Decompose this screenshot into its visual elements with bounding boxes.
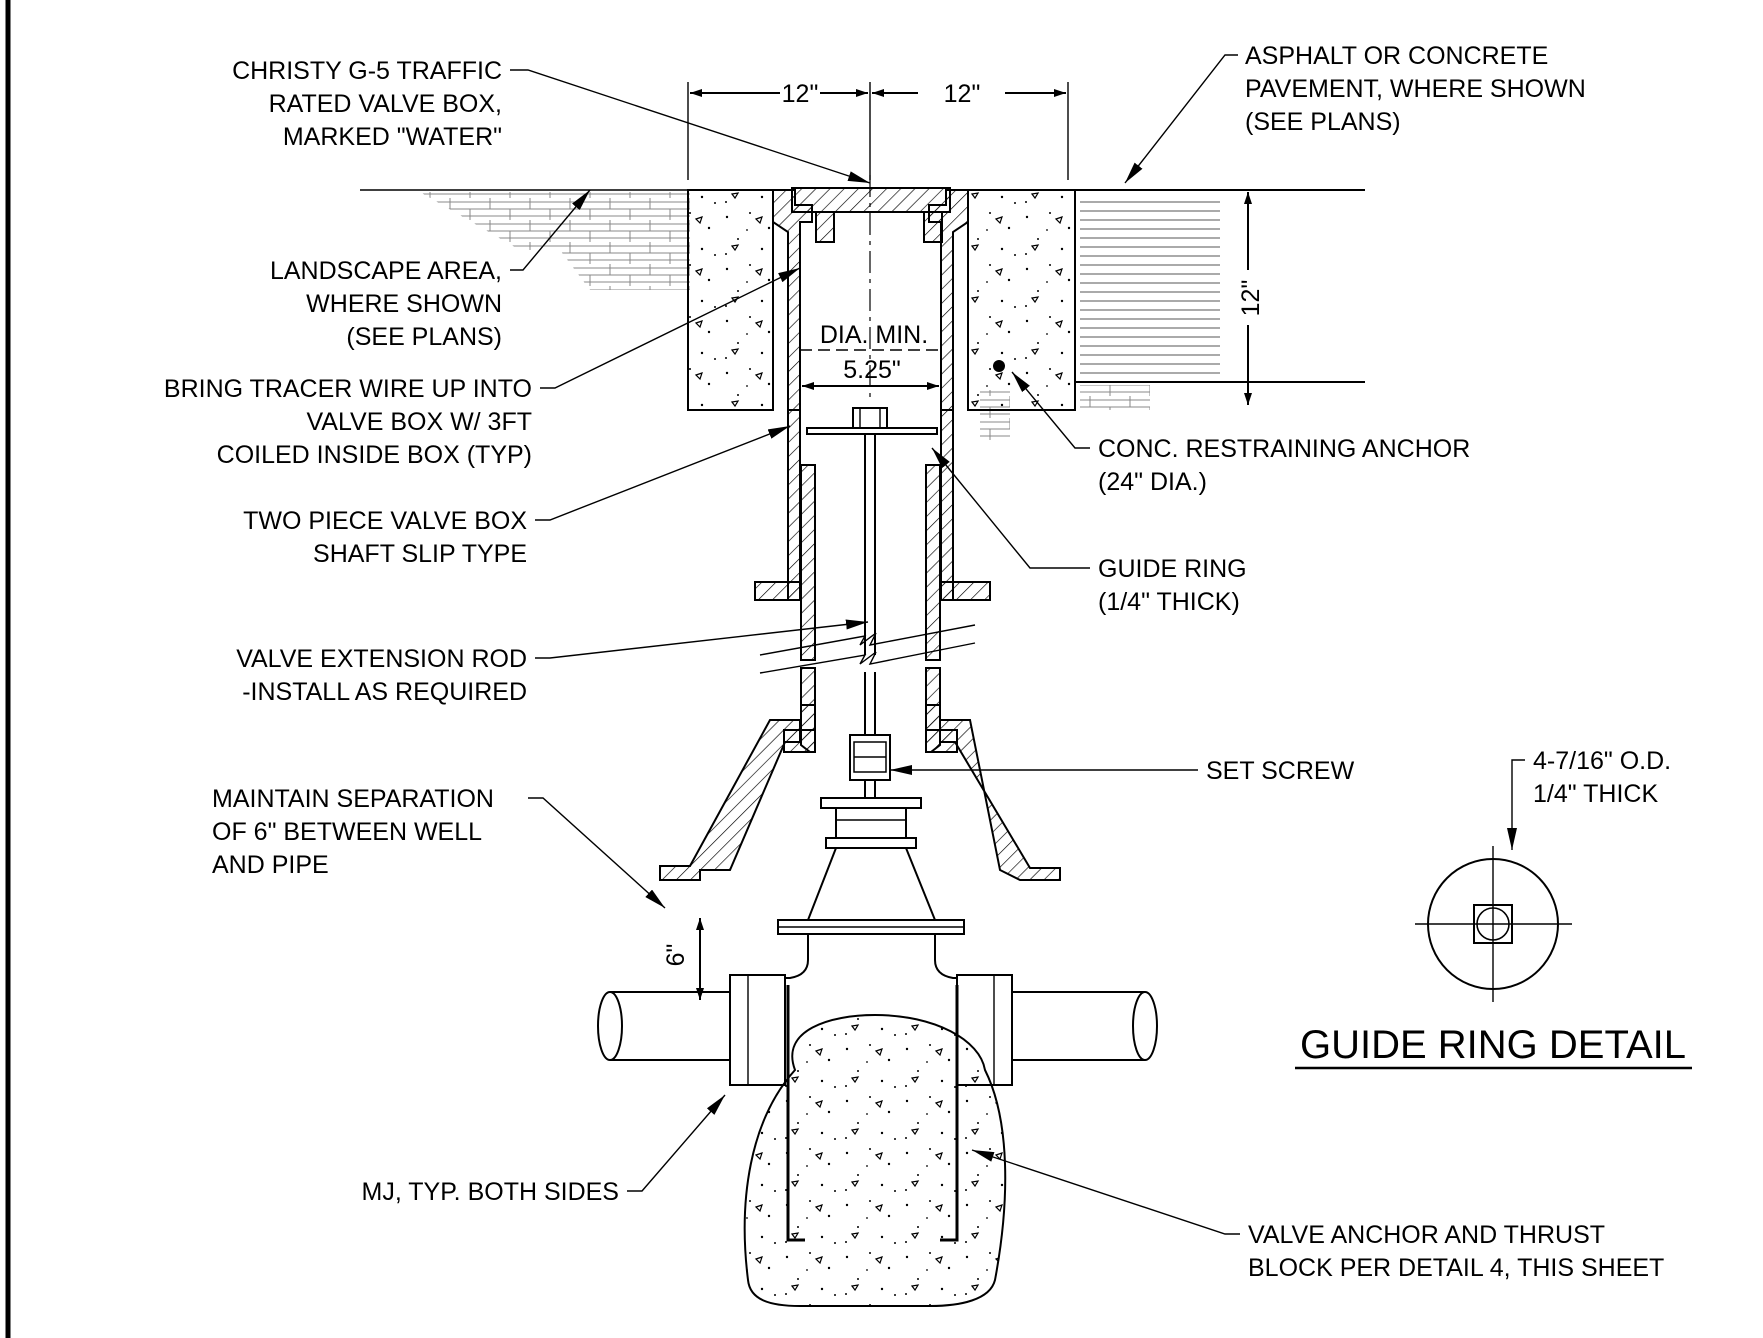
svg-text:SET SCREW: SET SCREW	[1206, 757, 1355, 785]
svg-text:ASPHALT OR CONCRETE: ASPHALT OR CONCRETE	[1245, 42, 1548, 70]
svg-text:TWO PIECE VALVE BOX: TWO PIECE VALVE BOX	[243, 507, 527, 535]
svg-text:MJ, TYP. BOTH SIDES: MJ, TYP. BOTH SIDES	[362, 1178, 619, 1206]
dim-left-12: 12"	[782, 80, 819, 108]
svg-text:(24" DIA.): (24" DIA.)	[1098, 468, 1207, 496]
dim-sep-6: 6"	[662, 944, 690, 967]
dimension-lines	[687, 82, 1270, 1000]
label-valve-box: CHRISTY G-5 TRAFFIC RATED VALVE BOX, MAR…	[232, 57, 502, 151]
svg-text:1/4" THICK: 1/4" THICK	[1533, 780, 1658, 808]
svg-text:4-7/16" O.D.: 4-7/16" O.D.	[1533, 747, 1671, 775]
label-landscape: LANDSCAPE AREA, WHERE SHOWN (SEE PLANS)	[270, 257, 502, 351]
svg-text:COILED INSIDE BOX (TYP): COILED INSIDE BOX (TYP)	[217, 441, 532, 469]
detail-title: GUIDE RING DETAIL	[1300, 1023, 1686, 1067]
svg-text:OF 6" BETWEEN WELL: OF 6" BETWEEN WELL	[212, 818, 482, 846]
svg-text:MAINTAIN SEPARATION: MAINTAIN SEPARATION	[212, 785, 494, 813]
pavement-area	[1075, 189, 1365, 383]
water-pipe	[597, 974, 1158, 1086]
svg-text:VALVE BOX W/ 3FT: VALVE BOX W/ 3FT	[306, 408, 532, 436]
coupling	[849, 734, 891, 835]
svg-text:LANDSCAPE AREA,: LANDSCAPE AREA,	[270, 257, 502, 285]
label-tracer-wire: BRING TRACER WIRE UP INTO VALVE BOX W/ 3…	[164, 375, 532, 469]
label-extension-rod: VALVE EXTENSION ROD -INSTALL AS REQUIRED	[236, 645, 527, 706]
valve-box-lower-shaft	[800, 464, 941, 753]
svg-text:CHRISTY G-5 TRAFFIC: CHRISTY G-5 TRAFFIC	[232, 57, 502, 85]
concrete-collar-right	[967, 189, 1076, 411]
valve-box-bell	[659, 719, 1061, 881]
svg-text:(1/4" THICK): (1/4" THICK)	[1098, 588, 1240, 616]
svg-text:WHERE SHOWN: WHERE SHOWN	[306, 290, 502, 318]
dim-right-12: 12"	[944, 80, 981, 108]
break-lines	[759, 624, 976, 674]
label-thrust-block: VALVE ANCHOR AND THRUST BLOCK PER DETAIL…	[1248, 1221, 1664, 1282]
thrust-block	[743, 1013, 1007, 1307]
guide-ring-assembly	[806, 407, 938, 735]
svg-text:(SEE PLANS): (SEE PLANS)	[346, 323, 502, 351]
svg-text:CONC. RESTRAINING ANCHOR: CONC. RESTRAINING ANCHOR	[1098, 435, 1470, 463]
dim-dia-min: DIA. MIN.	[820, 321, 928, 349]
valve-box-upper-shaft	[754, 409, 991, 601]
svg-text:RATED VALVE BOX,: RATED VALVE BOX,	[269, 90, 502, 118]
svg-text:MARKED "WATER": MARKED "WATER"	[283, 123, 502, 151]
svg-text:GUIDE RING: GUIDE RING	[1098, 555, 1247, 583]
svg-text:(SEE PLANS): (SEE PLANS)	[1245, 108, 1401, 136]
label-anchor: CONC. RESTRAINING ANCHOR (24" DIA.)	[1098, 435, 1470, 496]
dim-dia-value: 5.25"	[843, 356, 901, 384]
svg-text:BRING TRACER WIRE UP INTO: BRING TRACER WIRE UP INTO	[164, 375, 532, 403]
svg-text:SHAFT SLIP TYPE: SHAFT SLIP TYPE	[313, 540, 527, 568]
svg-text:AND PIPE: AND PIPE	[212, 851, 329, 879]
guide-ring-detail	[1415, 759, 1572, 1002]
dim-depth-12: 12"	[1237, 280, 1265, 317]
svg-text:-INSTALL AS REQUIRED: -INSTALL AS REQUIRED	[242, 678, 527, 706]
label-two-piece: TWO PIECE VALVE BOX SHAFT SLIP TYPE	[243, 507, 527, 568]
svg-text:VALVE EXTENSION ROD: VALVE EXTENSION ROD	[236, 645, 527, 673]
svg-text:VALVE ANCHOR AND THRUST: VALVE ANCHOR AND THRUST	[1248, 1221, 1605, 1249]
label-set-screw: SET SCREW	[1206, 757, 1355, 785]
svg-text:BLOCK PER DETAIL 4, THIS SHEET: BLOCK PER DETAIL 4, THIS SHEET	[1248, 1254, 1664, 1282]
concrete-collar-left	[687, 189, 774, 411]
valve-body	[777, 797, 965, 979]
valve-box-top	[772, 187, 969, 411]
svg-text:PAVEMENT, WHERE SHOWN: PAVEMENT, WHERE SHOWN	[1245, 75, 1586, 103]
anchor-rods	[786, 985, 959, 1242]
label-separation: MAINTAIN SEPARATION OF 6" BETWEEN WELL A…	[212, 785, 494, 879]
leader-lines	[510, 54, 1240, 1235]
label-ring-spec: 4-7/16" O.D. 1/4" THICK	[1533, 747, 1671, 808]
label-pavement: ASPHALT OR CONCRETE PAVEMENT, WHERE SHOW…	[1245, 42, 1586, 136]
label-guide-ring: GUIDE RING (1/4" THICK)	[1098, 555, 1247, 616]
label-mj: MJ, TYP. BOTH SIDES	[362, 1178, 619, 1206]
restraining-anchor-dot	[993, 360, 1005, 372]
